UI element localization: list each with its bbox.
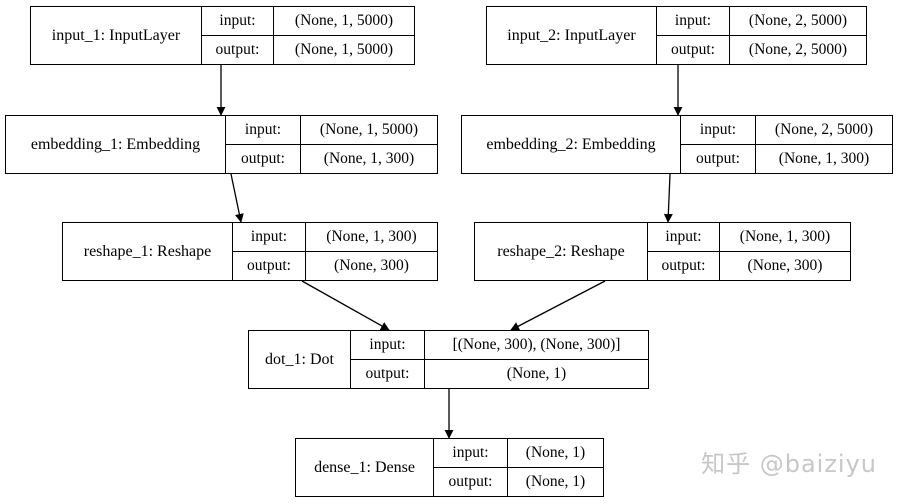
node-dot-1: dot_1: Dot input: [(None, 300), (None, 3… — [248, 330, 649, 389]
edge-arrow-4 — [663, 173, 673, 223]
node-input-2-input-value: (None, 2, 5000) — [730, 7, 866, 36]
node-input-1-input-value: (None, 1, 5000) — [274, 7, 414, 36]
node-input-1-name: input_1: InputLayer — [31, 7, 202, 64]
node-input-2-output-label: output: — [657, 36, 730, 64]
node-embedding-2-output-value: (None, 1, 300) — [778, 150, 870, 167]
node-dense-1-name: dense_1: Dense — [296, 439, 434, 496]
node-reshape-2-output-value: (None, 300) — [747, 257, 823, 274]
node-reshape-2-output-label: output: — [648, 252, 720, 280]
node-dense-1-output-value: (None, 1) — [525, 473, 586, 490]
node-input-2-output-value: (None, 2, 5000) — [748, 41, 848, 58]
node-reshape-1-input-label: input: — [233, 223, 306, 252]
node-dot-1-input-label: input: — [351, 331, 425, 360]
node-embedding-1-input-value: (None, 1, 5000) — [301, 116, 437, 145]
node-dot-1-name: dot_1: Dot — [249, 331, 351, 388]
node-embedding-2-name: embedding_2: Embedding — [462, 116, 681, 173]
node-reshape-2-input-label: input: — [648, 223, 720, 252]
node-embedding-2-input-label: input: — [681, 116, 756, 145]
node-embedding-1-name: embedding_1: Embedding — [6, 116, 226, 173]
watermark: 知乎 @baiziyu — [701, 450, 877, 478]
node-reshape-2-name: reshape_2: Reshape — [475, 223, 648, 280]
node-input-1-input-label: input: — [202, 7, 274, 36]
node-reshape-1: reshape_1: Reshape input: (None, 1, 300)… — [62, 222, 438, 281]
node-input-1-output-label: output: — [202, 36, 274, 64]
node-dense-1: dense_1: Dense input: (None, 1) output: … — [295, 438, 604, 497]
node-input-1-output-value: (None, 1, 5000) — [294, 41, 394, 58]
node-embedding-1: embedding_1: Embedding input: (None, 1, … — [5, 115, 438, 174]
node-dense-1-input-label: input: — [434, 439, 508, 468]
node-input-2-input-label: input: — [657, 7, 730, 36]
node-reshape-2: reshape_2: Reshape input: (None, 1, 300)… — [474, 222, 851, 281]
node-reshape-1-output-value: (None, 300) — [334, 257, 409, 274]
node-dot-1-input-value: [(None, 300), (None, 300)] — [425, 331, 648, 360]
node-input-2-name: input_2: InputLayer — [487, 7, 657, 64]
edge-arrow-5 — [301, 280, 390, 331]
node-embedding-2-output-label: output: — [681, 145, 756, 173]
node-reshape-1-output-label: output: — [233, 252, 306, 280]
edge-arrow-3 — [230, 173, 244, 223]
node-embedding-1-output-label: output: — [226, 145, 301, 173]
node-embedding-1-output-value: (None, 1, 300) — [323, 150, 415, 167]
node-reshape-2-input-value: (None, 1, 300) — [720, 223, 850, 252]
edge-arrow-6 — [510, 280, 606, 331]
node-dense-1-output-label: output: — [434, 468, 508, 496]
node-embedding-2: embedding_2: Embedding input: (None, 2, … — [461, 115, 893, 174]
node-dot-1-output-value: (None, 1) — [506, 365, 567, 382]
node-dot-1-output-label: output: — [351, 360, 425, 388]
node-input-2: input_2: InputLayer input: (None, 2, 500… — [486, 6, 867, 65]
node-reshape-1-name: reshape_1: Reshape — [63, 223, 233, 280]
node-embedding-2-input-value: (None, 2, 5000) — [756, 116, 892, 145]
node-dense-1-input-value: (None, 1) — [508, 439, 603, 468]
node-input-1: input_1: InputLayer input: (None, 1, 500… — [30, 6, 415, 65]
node-embedding-1-input-label: input: — [226, 116, 301, 145]
node-reshape-1-input-value: (None, 1, 300) — [306, 223, 437, 252]
